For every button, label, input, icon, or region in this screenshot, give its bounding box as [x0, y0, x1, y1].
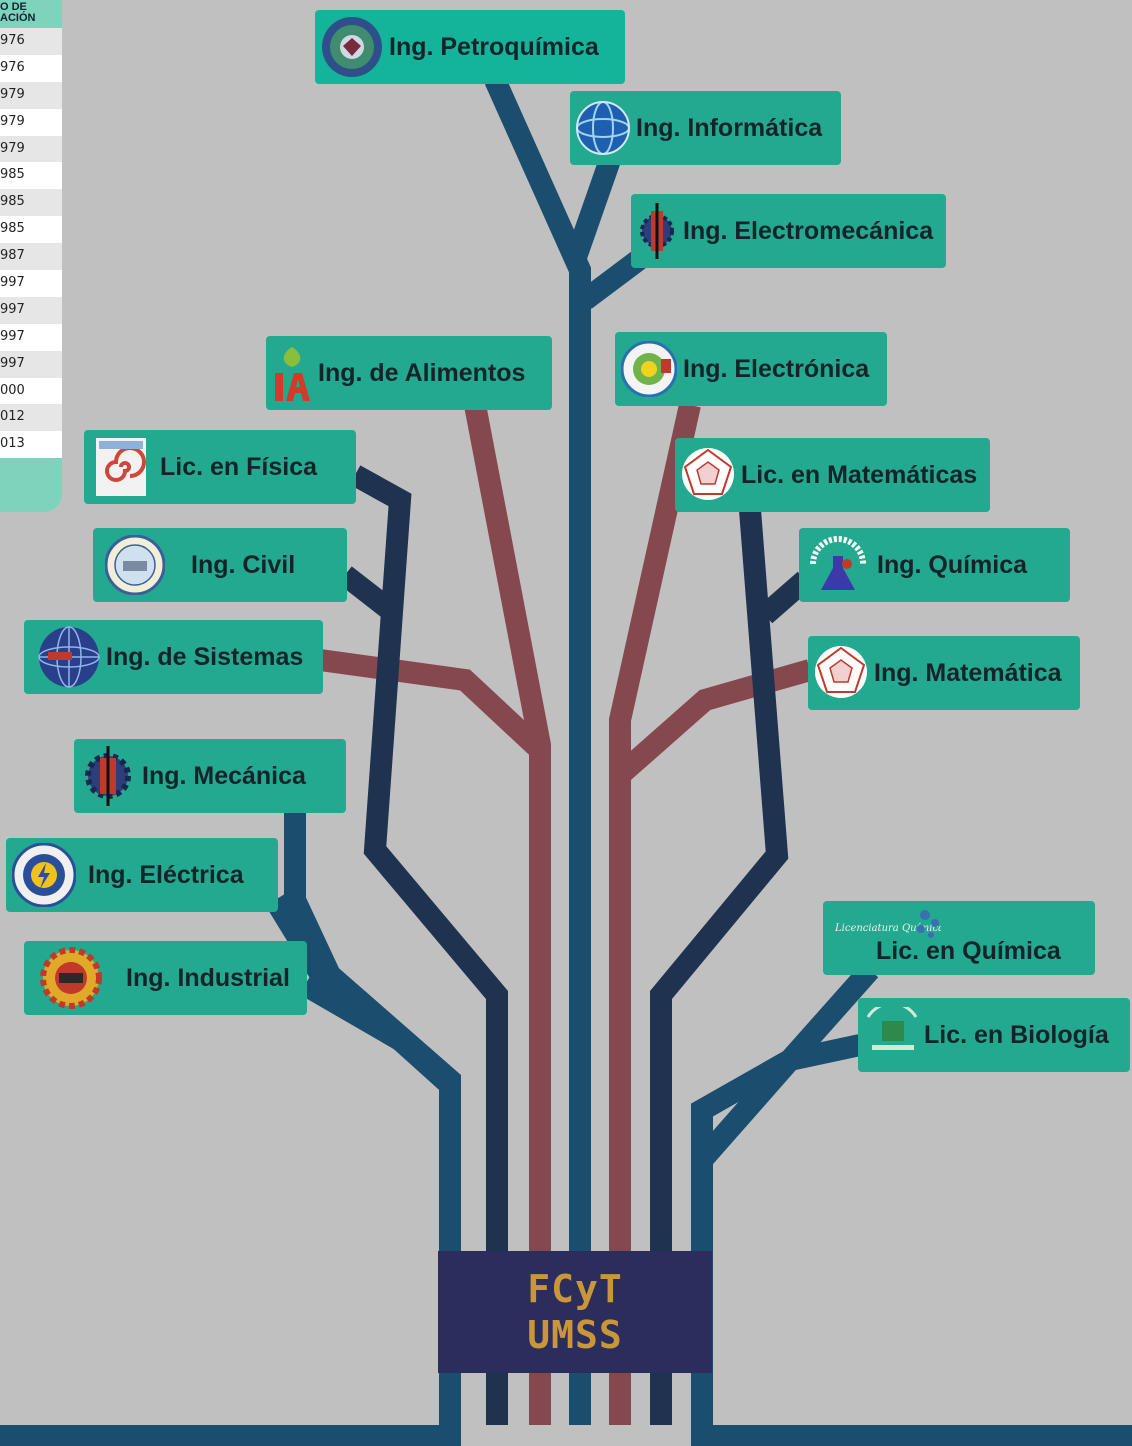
branch-electronica — [609, 402, 701, 1425]
branch-matematica — [612, 659, 814, 784]
matematicas-pentagon-icon — [681, 444, 735, 506]
year-row: 979 — [0, 81, 62, 109]
branch-fisica — [349, 465, 508, 1425]
career-label: Ing. Petroquímica — [389, 32, 599, 61]
career-label: Lic. en Física — [160, 452, 318, 481]
year-header-line-1: O DE — [0, 1, 27, 13]
node-informatica[interactable]: Ing. Informática — [570, 91, 841, 165]
node-lic-quimica[interactable]: Licenciatura Química Lic. en Química — [823, 901, 1095, 975]
year-row: 997 — [0, 350, 62, 378]
career-label: Ing. Mecánica — [142, 761, 306, 790]
year-row: 979 — [0, 135, 62, 163]
node-civil[interactable]: Ing. Civil — [93, 528, 347, 602]
career-label: Lic. en Matemáticas — [741, 460, 978, 489]
mecanica-gear-icon — [80, 744, 136, 808]
node-matematicas[interactable]: Lic. en Matemáticas — [675, 438, 990, 512]
electronica-seal-icon — [621, 341, 677, 397]
lic-quimica-logo-text: Licenciatura Química — [834, 923, 941, 934]
career-label: Lic. en Química — [876, 937, 1061, 965]
industrial-gear-icon — [36, 947, 106, 1009]
branch-civil — [338, 566, 397, 619]
career-label: Ing. Electrónica — [683, 354, 870, 383]
career-label: Ing. Matemática — [874, 658, 1062, 687]
node-alimentos[interactable]: Ing. de Alimentos — [266, 336, 552, 410]
career-label: Lic. en Biología — [924, 1020, 1109, 1049]
node-electronica[interactable]: Ing. Electrónica — [615, 332, 887, 406]
matematica-pentagon-icon — [814, 642, 868, 704]
node-matematica[interactable]: Ing. Matemática — [808, 636, 1080, 710]
root-title-line-1: FCyT — [527, 1267, 623, 1311]
fisica-spiral-icon — [96, 438, 146, 496]
node-biologia[interactable]: Lic. en Biología — [858, 998, 1130, 1072]
node-fisica[interactable]: Lic. en Física — [84, 430, 356, 504]
branch-electrica — [265, 894, 407, 1049]
career-label: Ing. de Alimentos — [318, 358, 526, 387]
year-row: 985 — [0, 189, 62, 217]
branch-matematicas — [650, 509, 789, 1425]
year-row: 979 — [0, 108, 62, 136]
node-sistemas[interactable]: Ing. de Sistemas — [24, 620, 323, 694]
career-label: Ing. Civil — [191, 550, 296, 579]
year-row: 997 — [0, 270, 62, 297]
career-label: Ing. Informática — [636, 113, 823, 142]
career-label: Ing. Industrial — [126, 963, 290, 992]
electrica-seal-icon — [12, 843, 76, 907]
branch-lic-quimica — [693, 962, 879, 1168]
year-row: 013 — [0, 431, 62, 459]
ground-line-left — [0, 975, 461, 1446]
branch-informatica — [564, 156, 621, 264]
year-table-header: O DE ACIÓN — [0, 0, 62, 28]
civil-seal-icon — [105, 535, 165, 595]
root-title-line-2: UMSS — [527, 1313, 623, 1357]
year-row: 997 — [0, 296, 62, 324]
branch-petroquimica — [484, 75, 591, 1425]
node-mecanica[interactable]: Ing. Mecánica — [74, 739, 346, 813]
career-label: Ing. Química — [877, 550, 1028, 579]
year-row: 985 — [0, 162, 62, 190]
alimentos-ia-icon — [272, 343, 312, 403]
ground-line-right — [691, 1034, 1132, 1446]
year-row: 976 — [0, 28, 62, 55]
year-row: 987 — [0, 243, 62, 271]
node-electromecanica[interactable]: Ing. Electromecánica — [631, 194, 946, 268]
petroquimica-seal-icon — [321, 16, 383, 78]
year-row: 997 — [0, 323, 62, 351]
informatica-globe-icon — [576, 101, 630, 155]
root-faculty-box: FCyT UMSS — [438, 1251, 712, 1373]
lic-quimica-molecule-icon: Licenciatura Química — [829, 905, 941, 943]
node-petroquimica[interactable]: Ing. Petroquímica — [315, 10, 625, 84]
node-quimica[interactable]: Ing. Química — [799, 528, 1070, 602]
biologia-book-icon — [864, 1007, 920, 1063]
career-label: Ing. de Sistemas — [106, 642, 304, 671]
node-electrica[interactable]: Ing. Eléctrica — [6, 838, 278, 912]
electromecanica-gear-icon — [637, 201, 677, 261]
career-label: Ing. Eléctrica — [88, 860, 244, 889]
year-row: 012 — [0, 404, 62, 432]
branch-sistemas — [318, 649, 548, 759]
year-header-line-2: ACIÓN — [0, 12, 36, 24]
node-industrial[interactable]: Ing. Industrial — [24, 941, 307, 1015]
branch-quimica — [757, 571, 813, 624]
year-row: 000 — [0, 377, 62, 405]
career-label: Ing. Electromecánica — [683, 216, 934, 245]
year-row: 985 — [0, 216, 62, 244]
sistemas-globe-icon — [38, 626, 100, 688]
year-row: 976 — [0, 54, 62, 82]
quimica-flask-icon — [805, 534, 871, 596]
